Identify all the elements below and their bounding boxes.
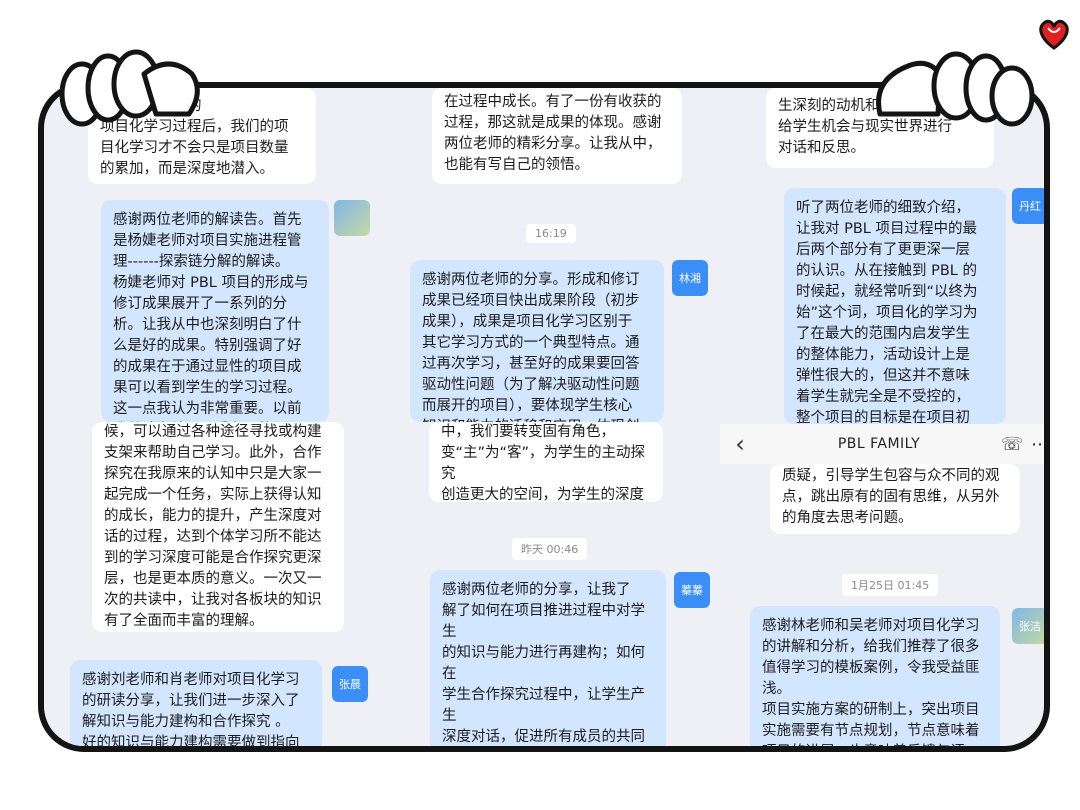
phone-icon[interactable]: ☏ (1000, 433, 1024, 455)
message-bubble: 感谢两位老师的解读告。首先 是杨婕老师对项目实施进程管 理------探索链分解… (101, 200, 329, 422)
message-bubble: 感谢两位老师的分享。形成和修订 成果已经项目快出成果阶段（初步 成果），成果是项… (410, 260, 664, 422)
avatar[interactable]: 蓁蓁 (674, 572, 710, 608)
avatar[interactable]: 林湘 (672, 260, 708, 296)
message-bubble: 质疑，引导学生包容与众不同的观 点，跳出原有的固有思维，从另外 的角度去思考问题… (770, 464, 1020, 534)
chat-title: PBL FAMILY (837, 436, 921, 452)
timestamp: 16:19 (526, 224, 576, 243)
chat-collage-frame: 经历这些完整的 项目化学习过程后，我们的项 目化学习才不会只是项目数量 的累加，… (38, 82, 1050, 752)
message-bubble: 听了两位老师的细致介绍， 让我对 PBL 项目过程中的最 后两个部分有了更更深一… (784, 188, 1006, 424)
notification-dot (1047, 438, 1050, 443)
left-hand-icon (59, 49, 200, 127)
chat-header-bar: ‹ PBL FAMILY ☏ ⋯ (720, 424, 1050, 464)
right-hand-icon (876, 51, 1035, 127)
timestamp: 1月25日 01:45 (842, 574, 939, 596)
message-bubble: 感谢两位老师的分享，让我了 解了如何在项目推进过程中对学生 的知识与能力进行再建… (430, 570, 666, 746)
chevron-left-icon[interactable]: ‹ (735, 430, 745, 458)
more-dots-icon[interactable]: ⋯ (1026, 434, 1050, 455)
message-bubble: 在过程中成长。有了一份有收获的 过程，那这就是成果的体现。感谢 两位老师的精彩分… (432, 88, 682, 184)
message-bubble: 感谢刘老师和肖老师对项目化学习 的研读分享，让我们进一步深入了 解知识与能力建构… (70, 660, 322, 746)
message-bubble: 中，我们要转变固有角色， 变“主”为“客”，为学生的主动探究 创造更大的空间，为… (429, 422, 663, 502)
avatar[interactable] (334, 200, 370, 236)
message-bubble: 感谢林老师和吴老师对项目化学习 的讲解和分析，给我们推荐了很多 值得学习的模板案… (750, 606, 1000, 746)
heart-icon (1039, 19, 1069, 50)
avatar[interactable]: 丹红 (1012, 188, 1044, 224)
timestamp: 昨天 00:46 (512, 538, 588, 560)
avatar[interactable]: 张洁 (1012, 608, 1044, 644)
avatar[interactable]: 张晨 (332, 666, 368, 702)
message-bubble: 候，可以通过各种途径寻找或构建 支架来帮助自己学习。此外，合作 探究在我原来的认… (92, 422, 344, 632)
